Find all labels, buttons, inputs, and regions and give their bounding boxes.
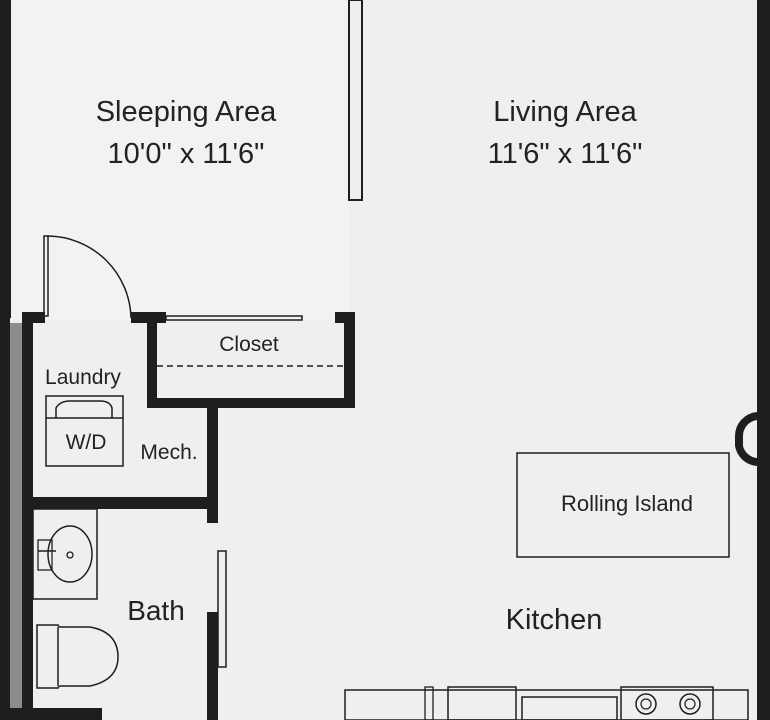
laundry-door-swing [47,235,132,319]
bath-sink-drain [66,551,74,559]
washer-dryer-box [45,395,124,467]
bath-sink-counter [32,508,98,600]
kitchen-counter [344,689,749,720]
washer-dryer-lid [55,400,113,418]
range-burner-left-inner [640,698,652,710]
sleeping-floor [10,0,350,320]
wall-left-upper [0,0,11,318]
range-burner-right [679,693,701,715]
rolling-island-label: Rolling Island [561,491,693,516]
wall-laundry-bottom [22,497,218,509]
closet-label: Closet [219,333,279,356]
closet-sliding-door [165,315,303,321]
range-burner-right-inner [684,698,696,710]
wall-mech-right [207,408,218,523]
right-wall-niche-inner [742,420,757,458]
accent-wall-edge [22,318,33,718]
wall-right [757,0,770,720]
accent-wall [10,323,22,710]
sleeping-area-name: Sleeping Area [96,96,277,128]
mech-label: Mech. [140,441,197,464]
wall-closet-left [147,312,157,408]
washer-dryer-label: W/D [66,431,107,454]
bath-pocket-door [217,550,227,668]
wall-laundry-top [22,312,45,323]
laundry-door-leaf [43,235,49,317]
kitchen-dishwasher [447,686,517,720]
wall-bottom-left [0,708,102,720]
wall-bath-right [207,612,218,720]
kitchen-range [620,686,714,720]
range-burner-left [635,693,657,715]
sleeping-area-dims: 10'0" x 11'6" [108,138,265,170]
bath-label: Bath [127,595,185,626]
kitchen-label: Kitchen [506,604,603,636]
wall-closet-bottom [147,398,355,408]
wall-closet-right [344,312,355,408]
rolling-island [516,452,730,558]
kitchen-appliance-1 [424,686,434,720]
bath-sink-basin [47,525,93,583]
bath-toilet [36,624,119,689]
kitchen-sink [521,696,618,720]
living-area-name: Living Area [493,96,637,128]
bath-faucet [37,539,53,571]
wall-left-lower [0,318,10,720]
laundry-label: Laundry [45,366,121,389]
partition-panel [348,0,363,201]
living-area-dims: 11'6" x 11'6" [488,138,643,170]
